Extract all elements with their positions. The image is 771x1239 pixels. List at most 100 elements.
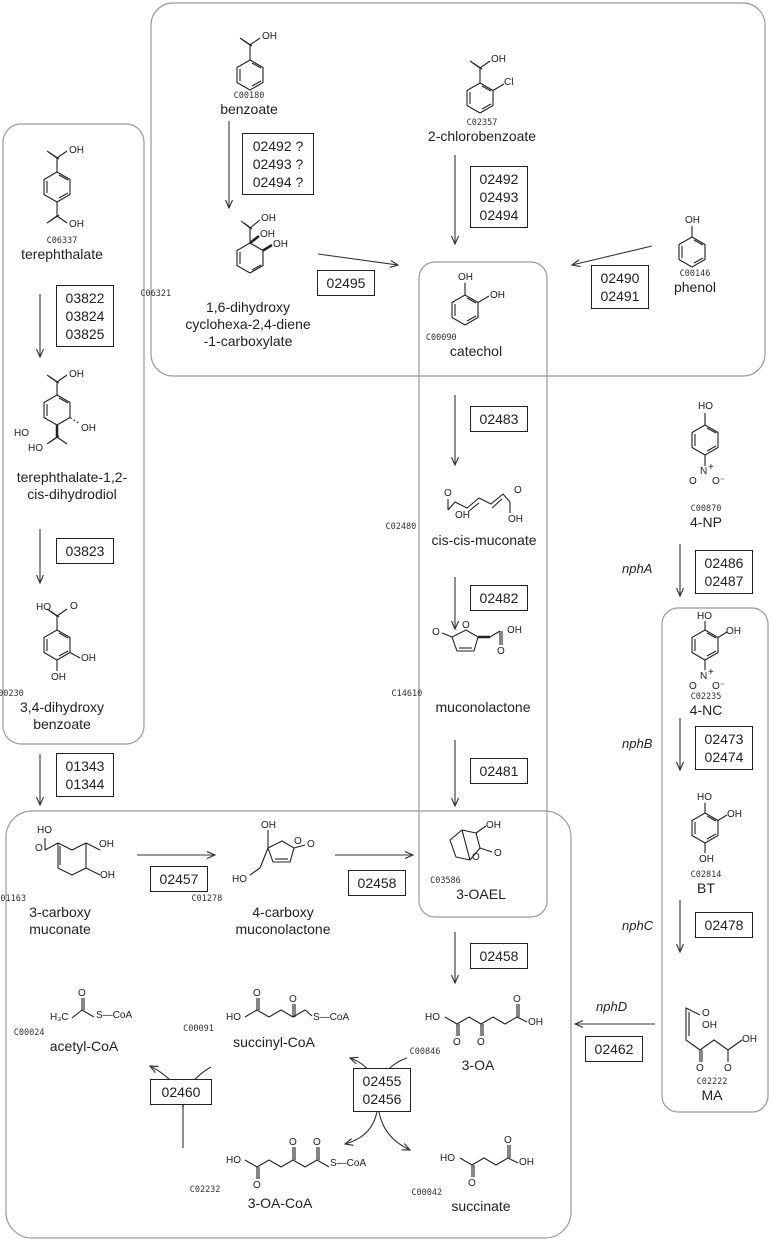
compound-name: BT	[697, 880, 715, 896]
enzyme-box-carboxymuconolactone[interactable]: 02458	[348, 870, 406, 896]
enzyme-id: 02486	[704, 555, 744, 571]
compound-catechol: C00090 catechol	[426, 333, 502, 360]
atom-dihydroxy-oh-1: OH	[260, 229, 275, 240]
atom-diol-oh-right: OH	[81, 423, 96, 434]
enzyme-id: 02494	[479, 207, 519, 223]
enzyme-box-benzoate[interactable]: 02492 ? 02493 ? 02494 ?	[242, 133, 314, 195]
structure-oael	[449, 825, 493, 861]
atom-acetyl-h3c: H₃C	[50, 1012, 69, 1023]
compound-id: C02222	[696, 1077, 728, 1087]
compound-succinate: C00042 succinate	[411, 1188, 511, 1215]
atom-nitrophenol-ho: HO	[698, 401, 713, 412]
compound-id: C00024	[13, 1028, 45, 1038]
compound-name-line-1: 3-carboxy	[29, 904, 91, 920]
enzyme-id: 02487	[704, 573, 744, 589]
structure-oacoa	[244, 1147, 330, 1179]
atom-oa-o-1: O	[453, 1037, 461, 1048]
compound-name-line-2: cyclohexa-2,4-diene	[185, 316, 311, 332]
enzyme-box-bt[interactable]: 02478	[695, 912, 753, 938]
atom-dhb-ho: HO	[36, 602, 51, 613]
enzyme-box-dihydroxy[interactable]: 02495	[317, 270, 375, 296]
atom-ccmuconate-o-right: O	[514, 485, 522, 496]
enzyme-id: 02458	[357, 875, 397, 891]
atom-ma-oh: OH	[702, 1020, 717, 1031]
compound-name-line-1: 4-carboxy	[252, 904, 314, 920]
enzyme-box-terephthalate[interactable]: 03822 03824 03825	[56, 285, 114, 347]
enzyme-id: 02491	[600, 288, 640, 304]
atom-diol-oh-top: OH	[69, 369, 84, 380]
atom-oa-oh: OH	[528, 1017, 543, 1028]
atom-muconolactone-o: O	[432, 627, 440, 638]
structure-ma	[685, 1007, 743, 1062]
compound-id: C00146	[679, 269, 711, 279]
arrow-phenol	[572, 245, 653, 265]
enzyme-box-chlorobenzoate[interactable]: 02492 02493 02494	[470, 166, 528, 228]
enzyme-id: 02474	[704, 749, 744, 765]
structure-benzoate	[236, 37, 264, 91]
enzyme-id: 03824	[65, 308, 105, 324]
arrow-dihydroxy	[317, 253, 398, 265]
atom-nitrophenol-o: O	[689, 476, 697, 487]
compound-id: C00090	[425, 333, 457, 343]
compound-acetylcoa: C00024 acetyl-CoA	[14, 1028, 118, 1055]
atom-dhb-oh-bottom: OH	[51, 672, 66, 683]
structure-dhb	[43, 608, 81, 671]
compound-id: C14610	[391, 689, 423, 699]
atom-phenol-oh: OH	[685, 215, 700, 226]
compound-nitrophenol: C00870 4-NP	[690, 504, 722, 531]
atom-nitrocatechol-o: O	[689, 681, 697, 692]
enzyme-box-nitrophenol[interactable]: 02486 02487	[695, 550, 753, 594]
structure-carboxymuconolactone	[249, 830, 306, 876]
structure-nitrophenol	[691, 413, 719, 466]
atom-cml-ho: HO	[232, 874, 247, 885]
compound-name: 3-OA-CoA	[247, 1195, 313, 1211]
atom-oa-o-2: O	[477, 1037, 485, 1048]
atom-oacoa-o-1: O	[253, 1180, 261, 1191]
enzyme-box-ma[interactable]: 02462	[585, 1036, 643, 1062]
atom-cml-oh-top: OH	[261, 820, 276, 831]
structure-oa	[444, 1004, 528, 1036]
enzyme-box-oa-coa[interactable]: 02455 02456	[353, 1068, 411, 1112]
group-catechol	[418, 261, 548, 918]
compound-id: C06337	[46, 236, 78, 246]
atom-benzoate-oh: OH	[262, 31, 277, 42]
enzyme-box-dhb[interactable]: 01343 01344	[56, 753, 114, 797]
compound-name-line-1: terephthalate-1,2-	[16, 469, 128, 485]
enzyme-box-muconolactone[interactable]: 02481	[470, 758, 528, 784]
enzyme-box-nitrocatechol[interactable]: 02473 02474	[695, 726, 753, 770]
structure-phenol	[678, 226, 706, 268]
compound-carboxymuconolactone: C01278 4-carboxy muconolactone	[192, 894, 331, 938]
compound-id: C06321	[140, 289, 172, 299]
structure-nitrocatechol	[691, 621, 728, 670]
enzyme-id: 02481	[479, 763, 519, 779]
enzyme-box-carboxymuconate[interactable]: 02457	[150, 866, 208, 892]
compound-name-line-1: 3,4-dihydroxy	[19, 699, 105, 715]
atom-oa-o-3: O	[513, 994, 521, 1005]
atom-nitrocatechol-ominus: O⁻	[712, 681, 726, 692]
compound-id: C00180	[233, 91, 265, 101]
compound-id: C00870	[690, 504, 722, 514]
enzyme-box-oael[interactable]: 02458	[470, 943, 528, 969]
atom-muconolactone-oh: OH	[507, 625, 522, 636]
enzyme-box-acetyl[interactable]: 02460	[150, 1079, 212, 1105]
compound-name: 3-OAEL	[456, 886, 506, 902]
enzyme-box-diol[interactable]: 03823	[56, 538, 114, 564]
enzyme-box-ccmuconate[interactable]: 02482	[470, 585, 528, 611]
atom-succinate-oh: OH	[519, 1157, 534, 1168]
atom-nitrocatechol-plus: +	[708, 667, 714, 678]
enzyme-id: 02458	[479, 948, 519, 964]
enzyme-id: 02460	[161, 1084, 201, 1100]
compound-name-line-2: benzoate	[33, 716, 91, 732]
enzyme-box-phenol[interactable]: 02490 02491	[591, 265, 649, 309]
compound-name: phenol	[673, 279, 717, 295]
compound-name: succinate	[451, 1198, 511, 1214]
atom-bt-oh: OH	[727, 809, 742, 820]
compound-oael: C03586 3-OAEL	[430, 876, 506, 903]
compound-benzoate: C00180 benzoate	[220, 91, 278, 118]
atom-dhb-o: O	[70, 601, 78, 612]
compound-id: C02232	[189, 1185, 221, 1195]
structure-dihydroxycyclohexa	[236, 219, 273, 274]
enzyme-box-catechol[interactable]: 02483	[470, 406, 528, 432]
